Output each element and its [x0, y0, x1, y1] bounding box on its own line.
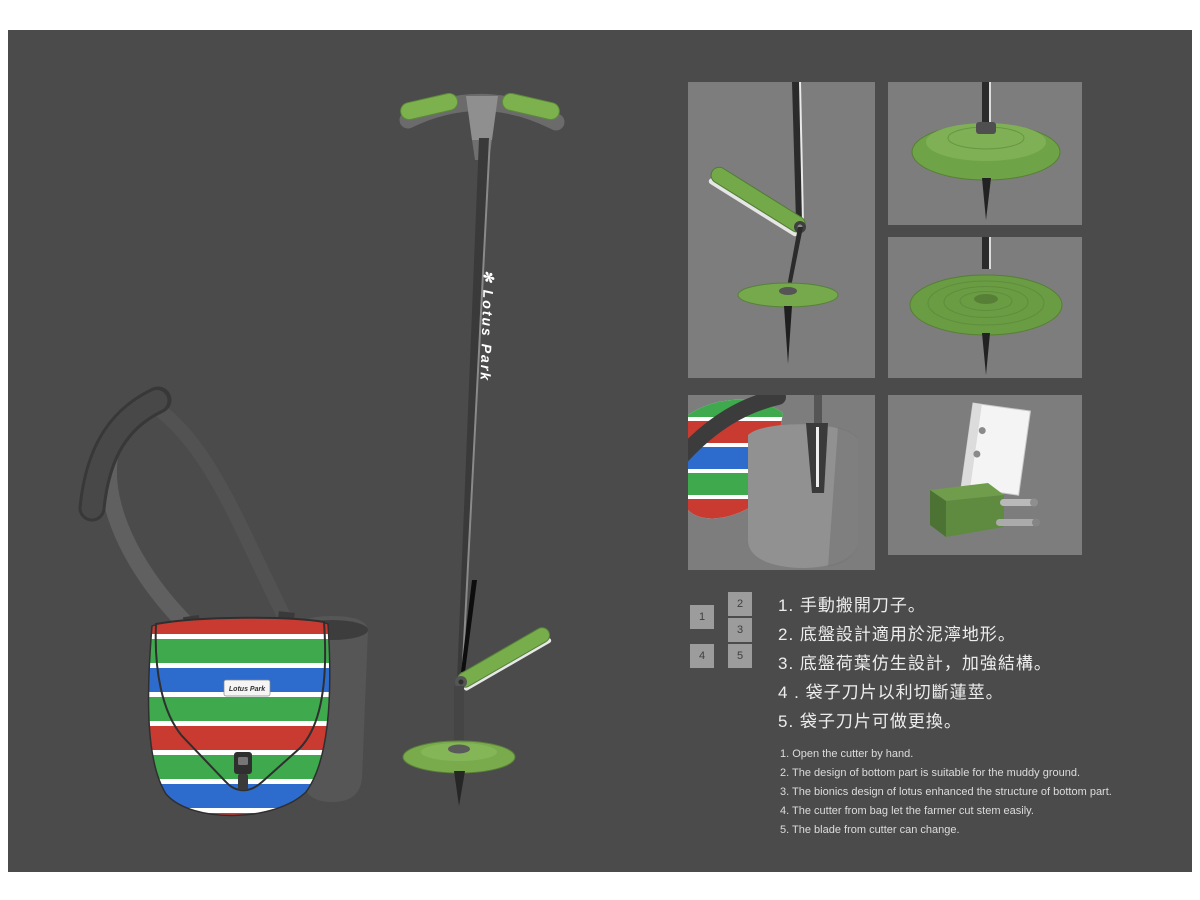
detail-panel-2-base-side [888, 82, 1082, 225]
bag-brand-label: Lotus Park [223, 679, 271, 697]
bag-render: Lotus Park [78, 386, 368, 817]
blade-bracket [930, 483, 1040, 537]
legend-cell-2: 2 [728, 592, 752, 616]
spike [454, 771, 465, 806]
detail-panel-4-bag-cutter [688, 395, 875, 570]
shaft-slot [461, 580, 477, 672]
instructions-en: 1. Open the cutter by hand. 2. The desig… [780, 745, 1180, 840]
replaceable-blade [960, 402, 1031, 496]
design-board: Lotus Park ✻ Lotus Park [8, 30, 1192, 872]
tool-render: ✻ Lotus Park [399, 92, 565, 806]
zh-instruction-4: 4 . 袋子刀片以利切斷蓮莖。 [778, 683, 1004, 702]
zh-instruction-2: 2. 底盤設計適用於泥濘地形。 [778, 625, 1016, 644]
legend-cell-3: 3 [728, 618, 752, 642]
handle-grip-right [501, 92, 560, 121]
en-instruction-1: 1. Open the cutter by hand. [780, 748, 914, 760]
detail-panel-3-base-top [888, 237, 1082, 378]
panel-index-legend: 1 2 3 4 5 [690, 592, 768, 670]
base-disc [402, 686, 516, 806]
legend-cell-5: 5 [728, 644, 752, 668]
en-instruction-5: 5. The blade from cutter can change. [780, 824, 960, 836]
zh-instruction-5: 5. 袋子刀片可做更換。 [778, 712, 962, 731]
open-lever [708, 166, 806, 237]
zh-instruction-3: 3. 底盤荷葉仿生設計，加強結構。 [778, 654, 1052, 673]
tool-shaft [457, 138, 491, 682]
instructions-zh: 1. 手動搬開刀子。 2. 底盤設計適用於泥濘地形。 3. 底盤荷葉仿生設計，加… [778, 591, 1108, 736]
detail-panel-5-blade-mount [888, 395, 1082, 555]
zh-instruction-1: 1. 手動搬開刀子。 [778, 596, 926, 615]
legend-cell-1: 1 [690, 605, 714, 629]
strap-grip-texture [78, 386, 172, 522]
detail-panel-1-cutter-open [688, 82, 875, 378]
svg-text:Lotus Park: Lotus Park [229, 686, 266, 693]
en-instruction-2: 2. The design of bottom part is suitable… [780, 767, 1081, 779]
legend-cell-4: 4 [690, 644, 714, 668]
bag-buckle [234, 752, 252, 790]
shaft-logo-text: ✻ Lotus Park [477, 270, 497, 382]
handle-grip-left [400, 92, 459, 121]
bag-strap [78, 386, 295, 639]
foot-lever [455, 627, 552, 691]
en-instruction-4: 4. The cutter from bag let the farmer cu… [780, 805, 1034, 817]
en-instruction-3: 3. The bionics design of lotus enhanced … [780, 786, 1112, 798]
